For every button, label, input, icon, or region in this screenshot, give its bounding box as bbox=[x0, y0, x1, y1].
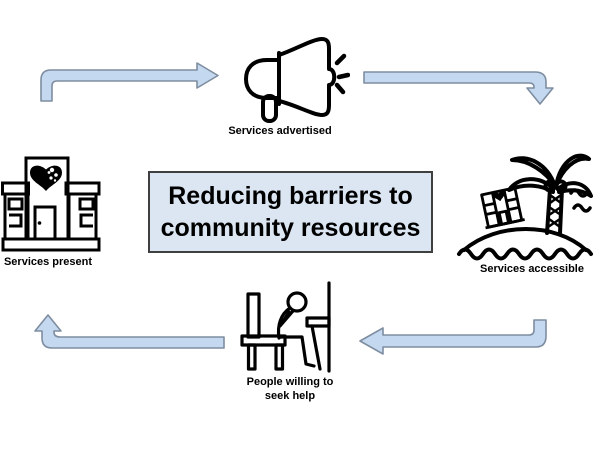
label-services-accessible: Services accessible bbox=[480, 263, 584, 275]
arrow-willing-to-present bbox=[34, 314, 225, 349]
arrow-present-to-advertised bbox=[40, 62, 219, 102]
title-line-2: community resources bbox=[160, 214, 421, 242]
megaphone-icon bbox=[244, 37, 350, 123]
title-line-1: Reducing barriers to bbox=[168, 181, 413, 210]
island-palm-tree-building-icon bbox=[457, 153, 593, 261]
arrow-advertised-to-accessible bbox=[363, 71, 554, 105]
arrow-accessible-to-willing bbox=[359, 319, 547, 355]
person-waiting-on-chair-icon bbox=[240, 281, 331, 373]
community-building-with-heart-icon bbox=[1, 156, 101, 252]
label-people-willing-to-seek-help: People willing to seek help bbox=[246, 376, 334, 403]
central-title-box: Reducing barriers to community resources bbox=[148, 171, 433, 253]
label-services-present: Services present bbox=[3, 256, 93, 268]
label-services-advertised: Services advertised bbox=[228, 125, 332, 137]
